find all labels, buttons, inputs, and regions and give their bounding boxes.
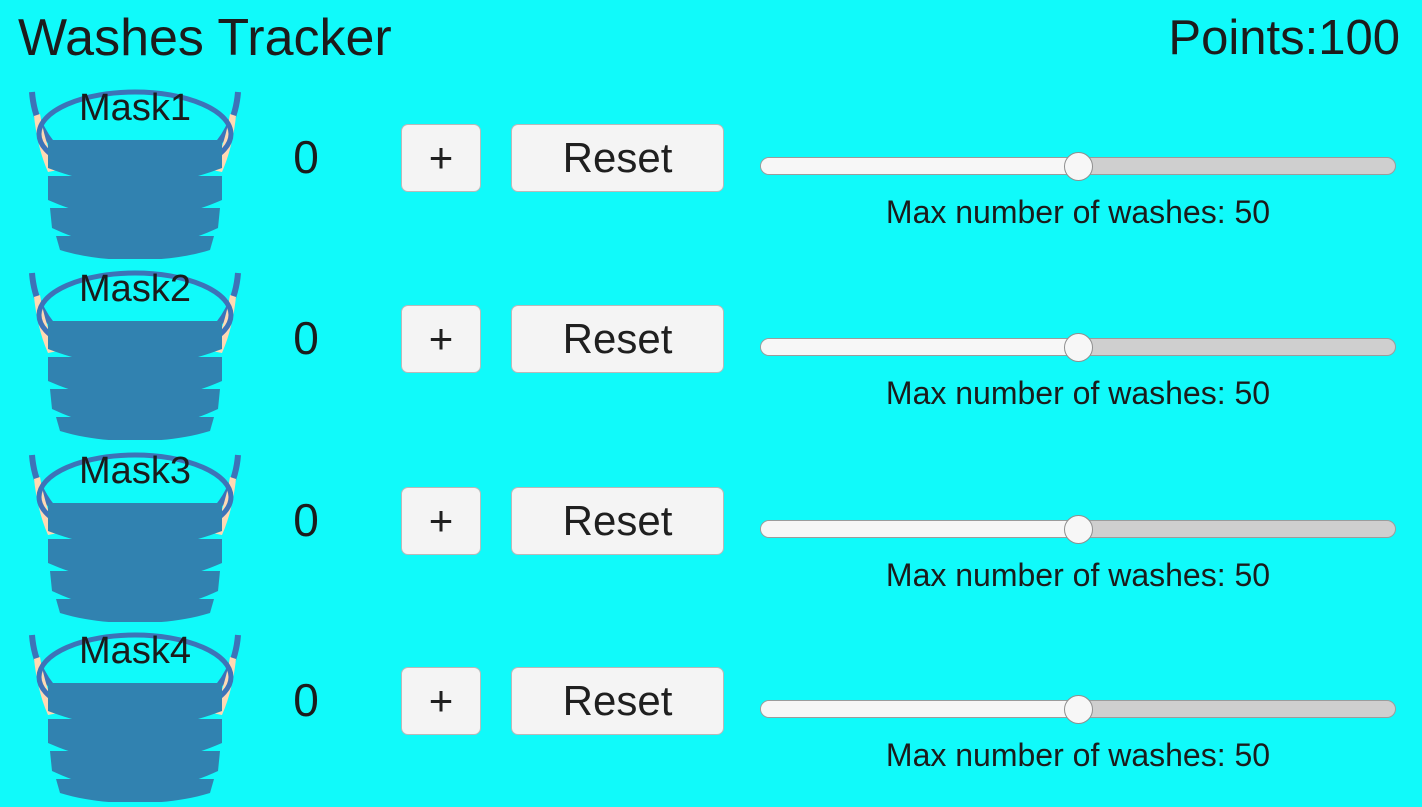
increment-button[interactable]: + xyxy=(401,667,481,735)
slider-fill xyxy=(761,339,1078,355)
increment-button[interactable]: + xyxy=(401,487,481,555)
reset-button[interactable]: Reset xyxy=(511,305,724,373)
max-washes-slider[interactable] xyxy=(760,307,1396,371)
wash-count: 0 xyxy=(293,494,319,546)
slider-thumb[interactable] xyxy=(1064,152,1093,181)
increment-button[interactable]: + xyxy=(401,124,481,192)
mask-row: Mask3 0 + Reset Max number of washes: 50 xyxy=(0,447,1422,627)
max-washes-slider[interactable] xyxy=(760,126,1396,190)
wash-count: 0 xyxy=(293,674,319,726)
slider-fill xyxy=(761,701,1078,717)
mask-row: Mask2 0 + Reset Max number of washes: 50 xyxy=(0,265,1422,445)
face-mask-icon xyxy=(29,89,241,259)
increment-button[interactable]: + xyxy=(401,305,481,373)
page-title: Washes Tracker xyxy=(18,9,392,67)
face-mask-icon xyxy=(29,452,241,622)
app-header: Washes Tracker Points:100 xyxy=(0,0,1422,82)
face-mask-icon xyxy=(29,270,241,440)
mask-row: Mask4 0 + Reset Max number of washes: 50 xyxy=(0,627,1422,807)
reset-button[interactable]: Reset xyxy=(511,667,724,735)
max-washes-caption: Max number of washes: 50 xyxy=(885,375,1271,411)
wash-count: 0 xyxy=(293,312,319,364)
max-washes-caption: Max number of washes: 50 xyxy=(885,557,1271,593)
max-washes-caption: Max number of washes: 50 xyxy=(885,737,1271,773)
max-washes-caption: Max number of washes: 50 xyxy=(885,194,1271,230)
slider-thumb[interactable] xyxy=(1064,333,1093,362)
mask-cell: Mask4 xyxy=(10,627,260,802)
max-washes-slider[interactable] xyxy=(760,669,1396,733)
points-display: Points:100 xyxy=(1168,6,1400,70)
reset-button[interactable]: Reset xyxy=(511,124,724,192)
slider-fill xyxy=(761,158,1078,174)
max-washes-slider[interactable] xyxy=(760,489,1396,553)
slider-thumb[interactable] xyxy=(1064,515,1093,544)
mask-cell: Mask2 xyxy=(10,265,260,440)
mask-cell: Mask3 xyxy=(10,447,260,622)
face-mask-icon xyxy=(29,632,241,802)
mask-cell: Mask1 xyxy=(10,84,260,259)
mask-row: Mask1 0 + Reset Max number of washes: 50 xyxy=(0,84,1422,264)
points-label: Points: xyxy=(1168,11,1319,65)
reset-button[interactable]: Reset xyxy=(511,487,724,555)
slider-fill xyxy=(761,521,1078,537)
slider-thumb[interactable] xyxy=(1064,695,1093,724)
points-value: 100 xyxy=(1318,11,1400,65)
wash-count: 0 xyxy=(293,131,319,183)
